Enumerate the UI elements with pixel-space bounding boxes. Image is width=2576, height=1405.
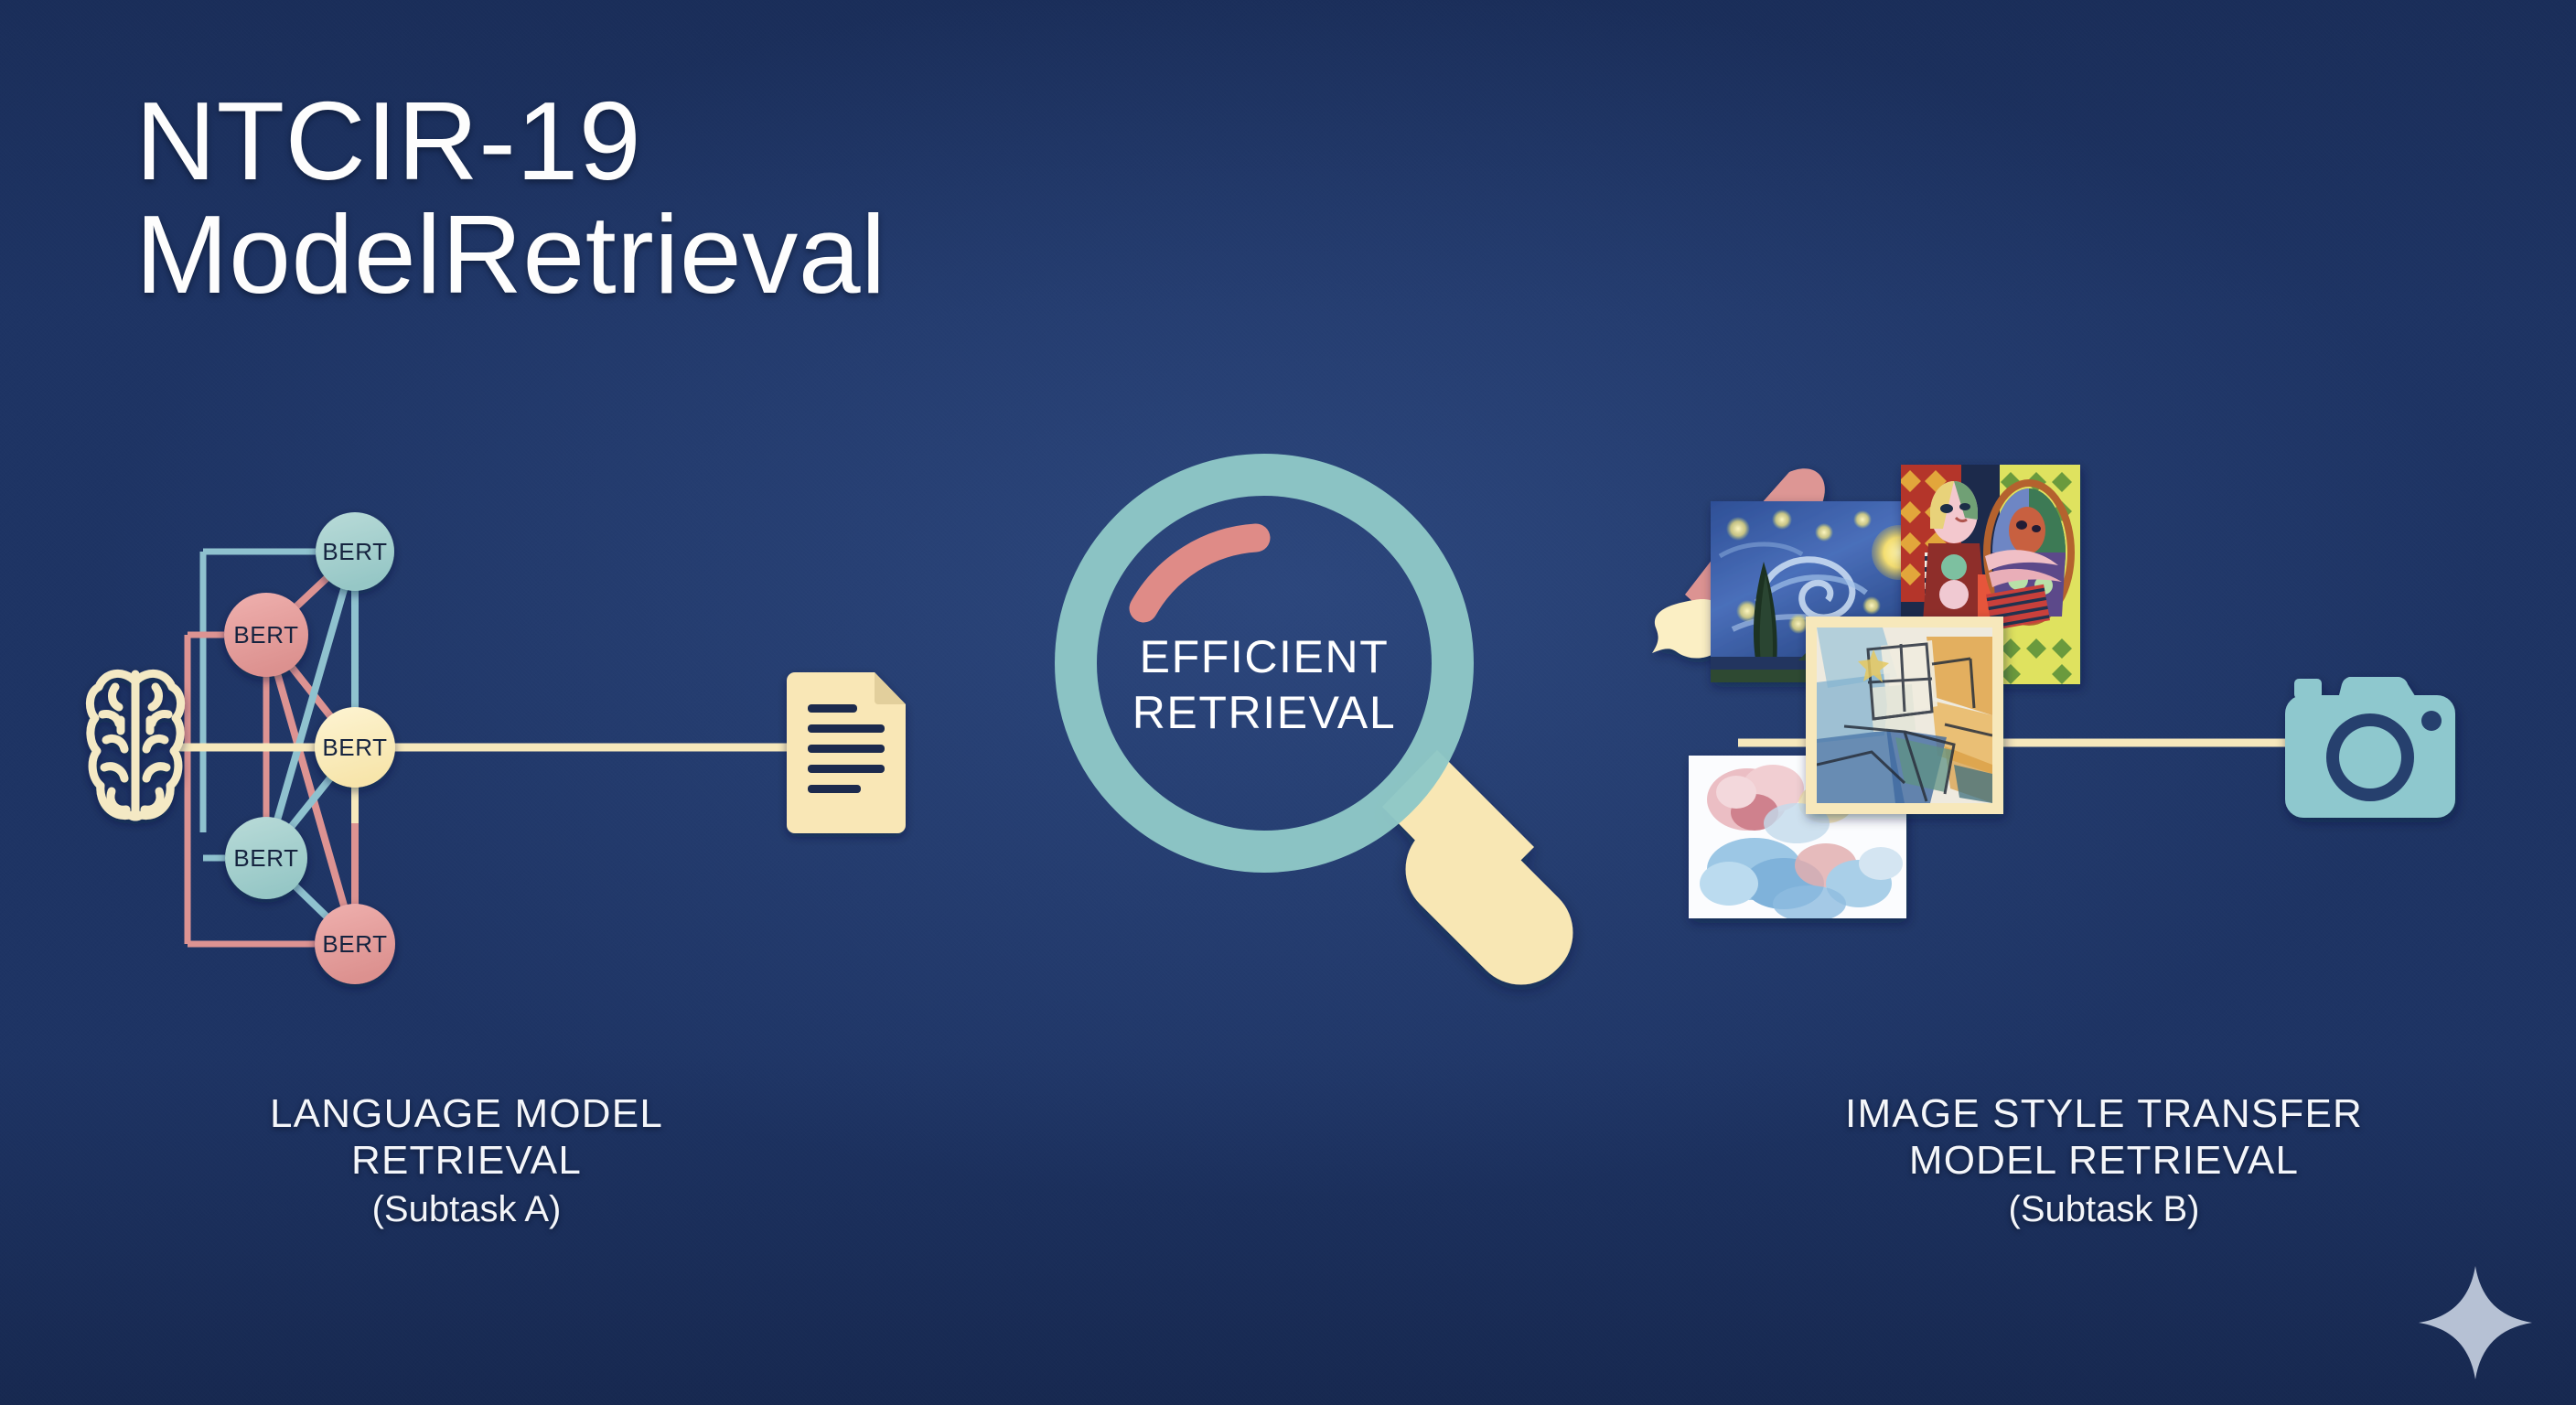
bert-node-lower[interactable]: BERT: [225, 817, 307, 899]
bert-node-center[interactable]: BERT: [315, 707, 395, 788]
page-title: NTCIR-19 ModelRetrieval: [135, 84, 886, 312]
lens-label-line1: EFFICIENT: [1140, 631, 1390, 682]
caption-subtask-b: IMAGE STYLE TRANSFER MODEL RETRIEVAL (Su…: [1720, 1090, 2488, 1233]
network-spine: [179, 743, 787, 823]
camera-icon: [2285, 677, 2455, 818]
bert-node-bottom-label: BERT: [322, 930, 387, 958]
language-model-retrieval-diagram: BERT BERT BERT BERT BERT: [86, 512, 906, 984]
bert-node-bottom[interactable]: BERT: [315, 904, 395, 984]
lens-label-line2: RETRIEVAL: [1132, 687, 1397, 738]
bert-node-left[interactable]: BERT: [224, 593, 308, 677]
bert-node-center-label: BERT: [322, 734, 387, 761]
document-icon: [787, 672, 906, 833]
sparkle-icon: [2419, 1266, 2532, 1379]
magnifier-ring: [1055, 454, 1474, 873]
bert-node-left-label: BERT: [233, 621, 298, 649]
efficient-retrieval-magnifier: EFFICIENT RETRIEVAL: [1055, 454, 1573, 985]
bert-node-top-label: BERT: [322, 538, 387, 565]
caption-subtask-b-line1: IMAGE STYLE TRANSFER: [1845, 1091, 2363, 1136]
title-line-1: NTCIR-19: [135, 79, 642, 203]
caption-subtask-a-line2: RETRIEVAL: [350, 1138, 583, 1184]
caption-subtask-a-line1: LANGUAGE MODEL: [269, 1091, 663, 1136]
brain-icon: [86, 670, 185, 821]
caption-subtask-a-line3: (Subtask A): [371, 1189, 562, 1230]
bert-node-top[interactable]: BERT: [316, 512, 394, 591]
caption-subtask-a: LANGUAGE MODEL RETRIEVAL (Subtask A): [146, 1090, 787, 1233]
cubist-still-life-thumbnail[interactable]: [1806, 617, 2003, 814]
bert-node-lower-label: BERT: [233, 844, 298, 872]
caption-subtask-b-line3: (Subtask B): [2008, 1189, 2200, 1230]
magnifier-highlight-arc: [1129, 523, 1271, 623]
image-style-transfer-diagram: [1652, 465, 2455, 918]
caption-subtask-b-line2: MODEL RETRIEVAL: [1908, 1138, 2300, 1184]
title-line-2: ModelRetrieval: [135, 192, 886, 317]
network-routing-frame: [184, 548, 316, 948]
